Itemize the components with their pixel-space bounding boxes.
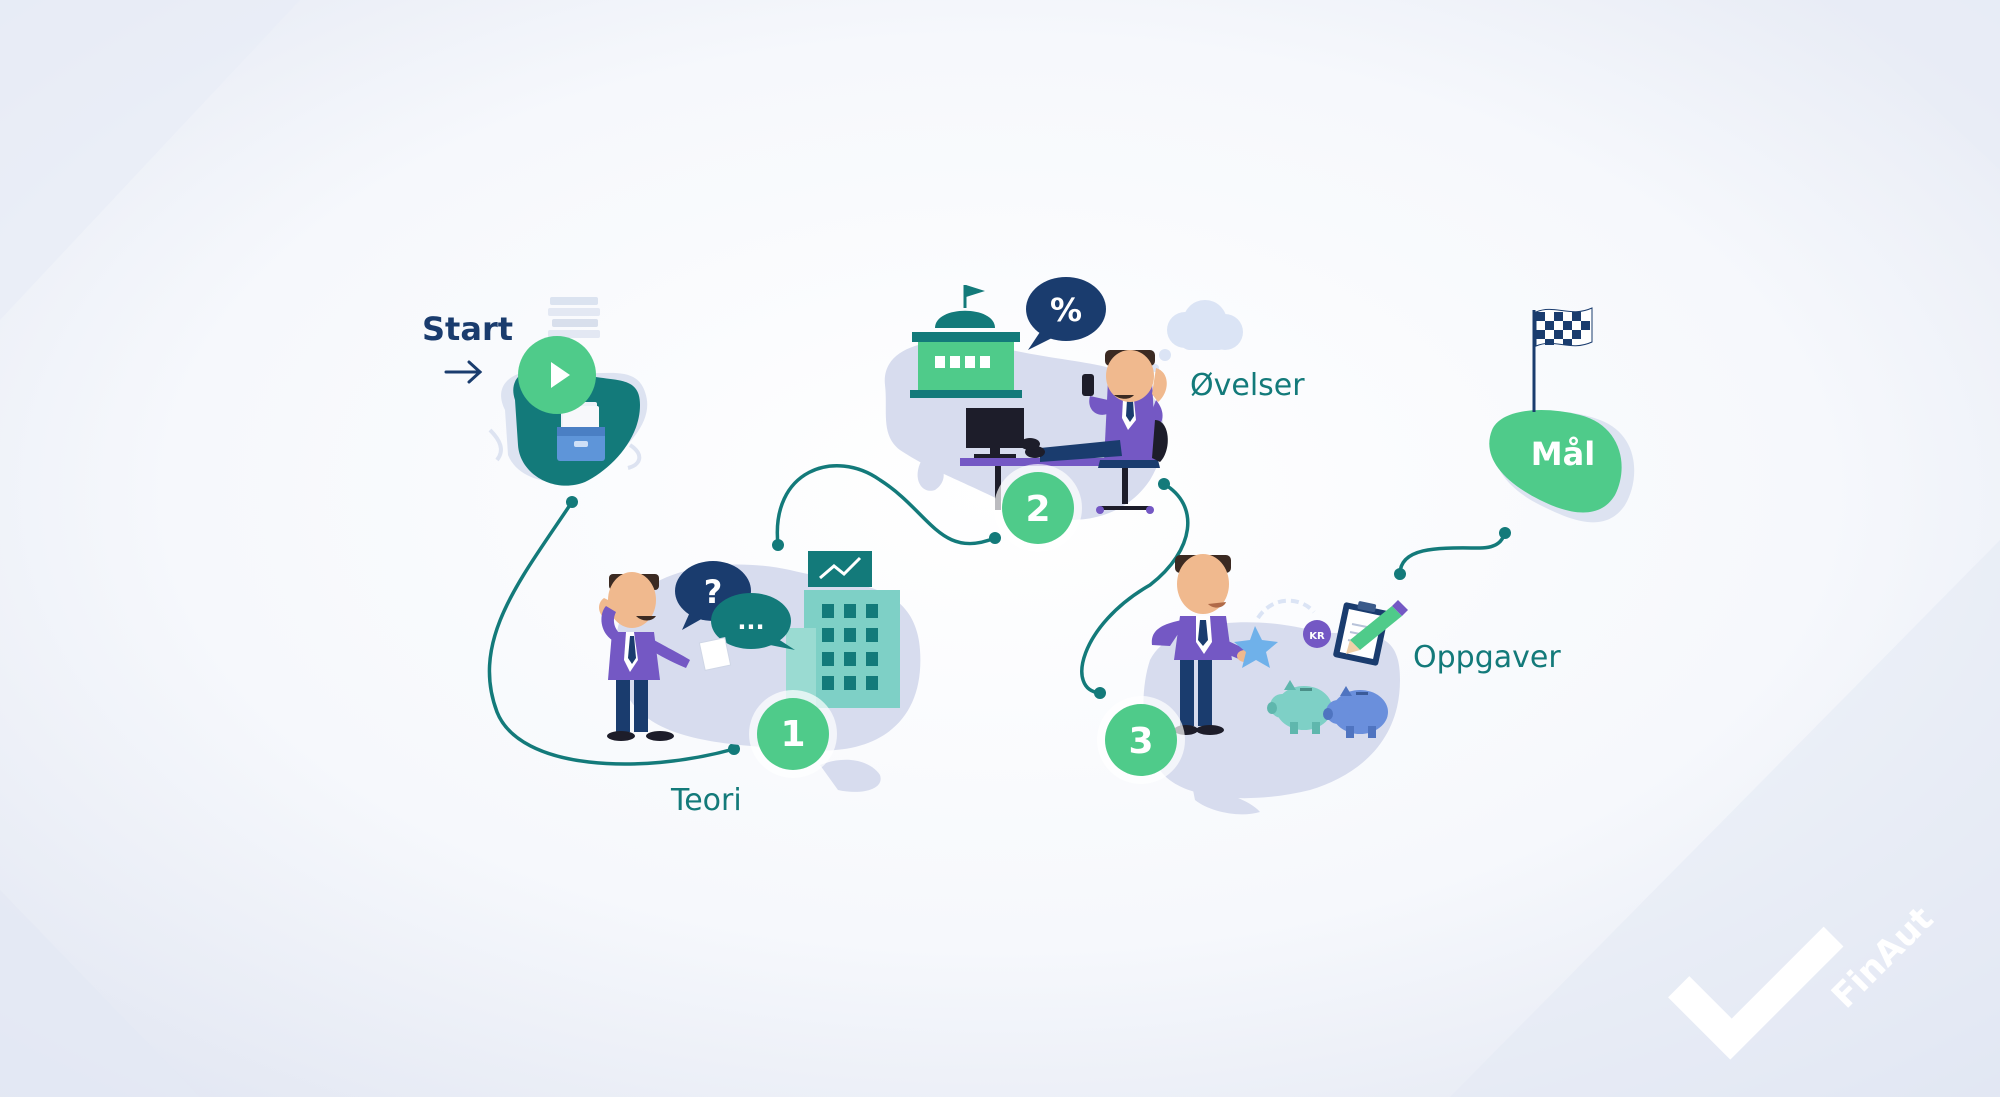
thought-cloud-icon (1151, 300, 1243, 372)
start-arrow-icon (444, 360, 483, 384)
bg-corner-top-left (0, 0, 300, 320)
ovelser-label: Øvelser (1190, 368, 1305, 403)
bg-corner-bottom-right (1450, 540, 2000, 1097)
maal-label: Mål (1531, 435, 1595, 473)
goal-section (1489, 307, 1635, 523)
step-2-number: 2 (1025, 489, 1050, 530)
coin-arc-decor (1256, 598, 1316, 620)
teori-section: ? ... 1 (599, 551, 921, 792)
bank-building-icon (910, 285, 1022, 398)
logo-checkmark-icon (1668, 926, 1844, 1060)
goal-blob (1489, 410, 1622, 513)
step-3-number: 3 (1128, 721, 1153, 762)
bg-corner-top-right (1820, 0, 2000, 170)
kr-coin-text: KR (1309, 631, 1325, 642)
ellipsis-text: ... (737, 607, 764, 635)
swirl-decor (488, 428, 503, 462)
dots-bubble (711, 593, 795, 650)
swirl-decor-2 (627, 443, 642, 470)
sparkle-icon (1234, 626, 1278, 668)
question-mark-text: ? (704, 573, 723, 611)
step-2-badge (1002, 472, 1074, 544)
ovelser-section: % (884, 277, 1243, 552)
desk-computer-icon (960, 408, 1130, 510)
checkered-flag-icon (1535, 307, 1593, 347)
kr-coin-icon (1303, 620, 1331, 648)
office-building-icon (786, 551, 900, 708)
start-section (488, 297, 648, 486)
oppgaver-blob-drop (1192, 785, 1260, 815)
step-3-badge (1105, 704, 1177, 776)
teori-label: Teori (670, 783, 742, 818)
piggy-bank-teal-icon (1267, 680, 1332, 734)
piggy-bank-blue-icon (1323, 686, 1388, 738)
oppgaver-section: KR (1097, 554, 1408, 815)
connector-dots (566, 478, 1511, 755)
businessman-pointing-figure (1151, 554, 1253, 735)
oppgaver-label: Oppgaver (1413, 640, 1561, 675)
play-icon (551, 362, 570, 388)
step-1-badge (757, 698, 829, 770)
percent-text: % (1050, 291, 1082, 329)
bg-corner-bottom-left (0, 890, 200, 1097)
paper-stack-icon (548, 297, 600, 432)
step-1-number: 1 (780, 714, 805, 755)
teori-blob-drop (820, 759, 881, 792)
ovelser-blob-drop (917, 455, 944, 491)
businessman-relaxing-figure (1020, 350, 1168, 514)
connector-path (487, 464, 1507, 766)
businessman-phone-figure (599, 572, 732, 741)
percent-bubble (1026, 277, 1106, 350)
start-label: Start (422, 310, 513, 348)
clipboard-pencil-icon (1333, 600, 1408, 666)
file-box-icon (557, 427, 605, 461)
